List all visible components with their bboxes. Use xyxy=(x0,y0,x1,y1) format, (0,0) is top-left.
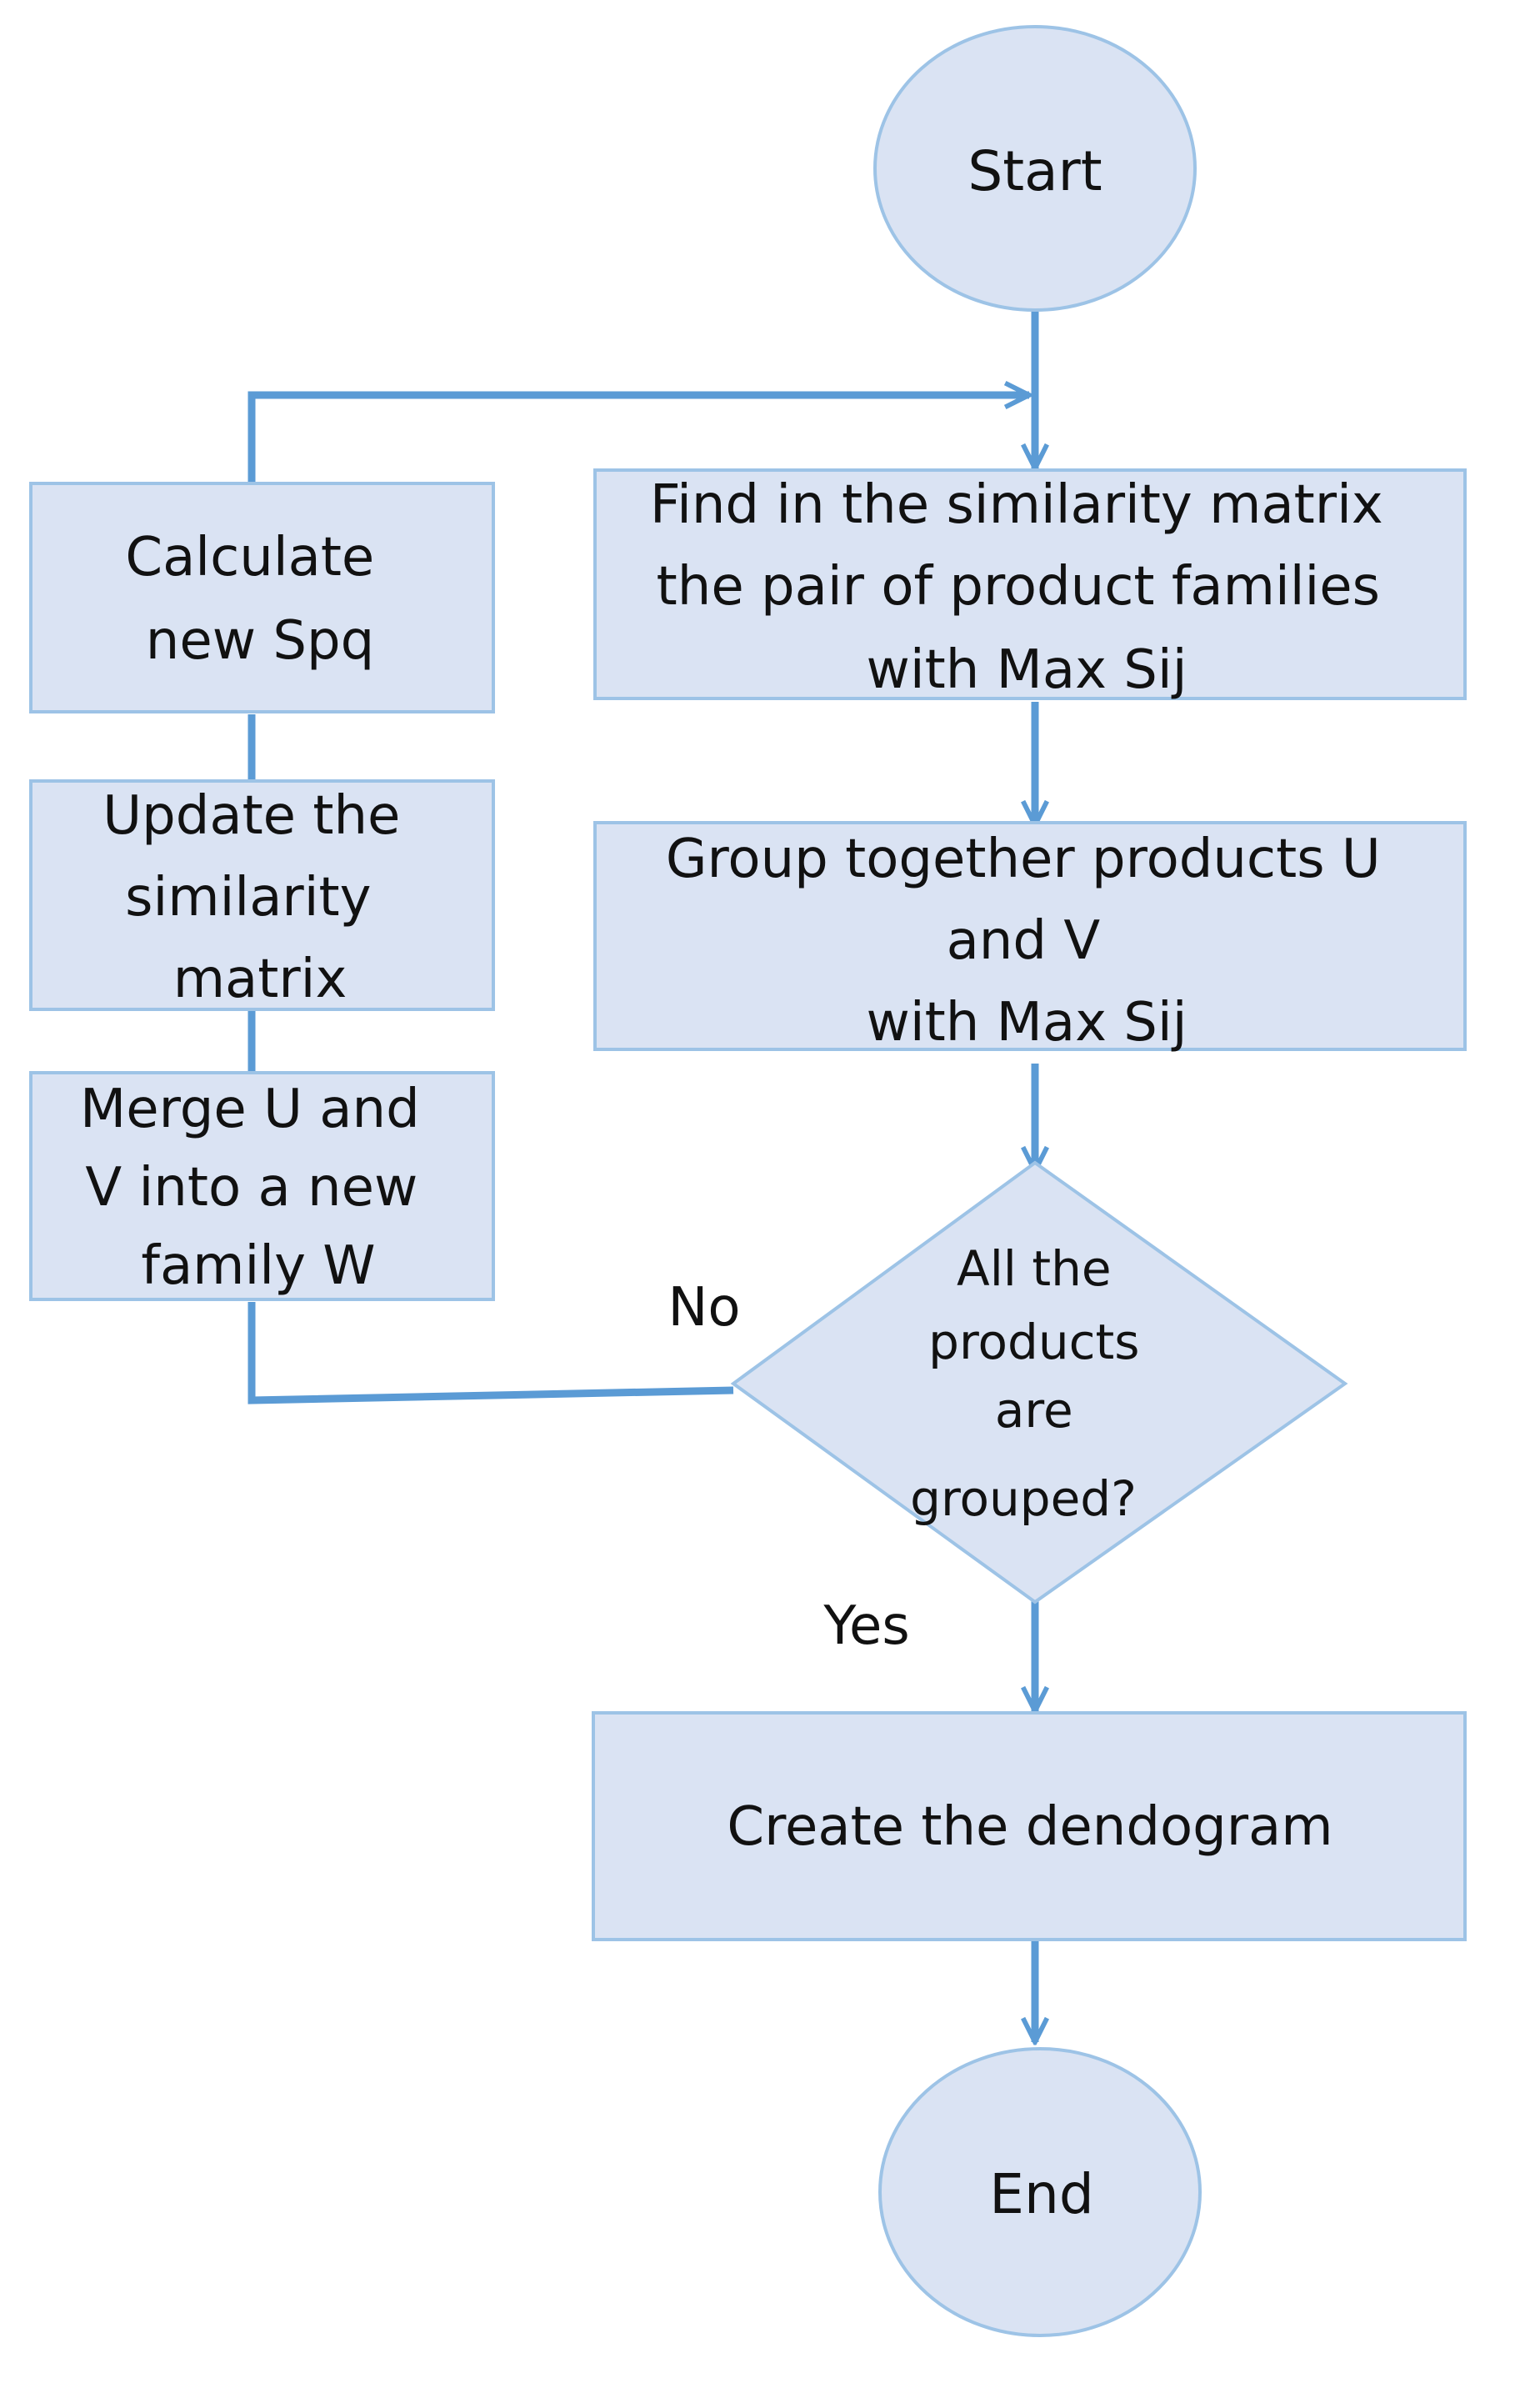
edge-loop-back xyxy=(248,395,1029,482)
labels: Start Find in the similarity matrix the … xyxy=(80,139,1400,2226)
find-max-pair-box xyxy=(593,468,1467,700)
merge-family-box xyxy=(29,1071,495,1301)
end-label: End xyxy=(989,2162,1093,2226)
merge-label: Merge U and V into a new family W xyxy=(80,1079,437,1297)
all-grouped-decision xyxy=(730,1160,1348,1604)
start-terminal xyxy=(873,25,1197,312)
edge-decision-no xyxy=(248,1302,734,1404)
find-label: Find in the similarity matrix the pair o… xyxy=(650,474,1400,701)
group-products-box xyxy=(593,821,1467,1051)
edges xyxy=(248,310,1035,2042)
shapes xyxy=(29,25,1467,2337)
no-label: No xyxy=(668,1277,740,1339)
start-label: Start xyxy=(968,139,1102,203)
calculate-spq-box xyxy=(29,482,495,713)
group-label: Group together products U and V with Max… xyxy=(666,829,1398,1054)
decision-label: All the products are grouped? xyxy=(910,1240,1155,1527)
create-dendogram-box xyxy=(592,1711,1467,1941)
yes-label: Yes xyxy=(822,1595,909,1657)
create-label: Create the dendogram xyxy=(727,1796,1332,1858)
calculate-label: Calculate new Spq xyxy=(125,527,391,672)
end-terminal xyxy=(878,2047,1202,2337)
update-label: Update the similarity matrix xyxy=(102,785,418,1010)
update-matrix-box xyxy=(29,779,495,1011)
